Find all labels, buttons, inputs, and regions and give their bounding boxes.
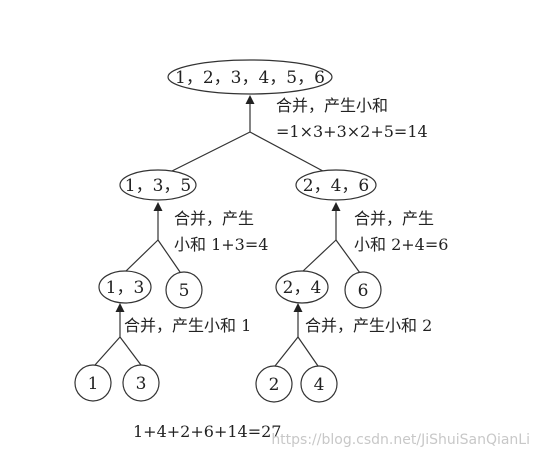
right-low-arrowhead: [293, 303, 303, 312]
edge-root-left: [157, 131, 251, 179]
leaf-3: [122, 364, 160, 402]
leaf-1-label: 1: [88, 374, 99, 394]
watermark: https://blog.csdn.net/JiShuiSanQianLi: [271, 432, 530, 448]
node-left-low-single-label: 5: [179, 281, 190, 301]
node-right-low-label: 2，4: [283, 278, 322, 298]
node-left-low-label: 1，3: [106, 278, 145, 298]
node-right-low-single: [344, 271, 382, 309]
right-low-annotation: 合并，产生小和 2: [305, 316, 432, 335]
node-left-mid: [119, 169, 197, 201]
leaf-1: [74, 364, 112, 402]
edge-right-mid-to-6: [335, 239, 361, 274]
right-mid-annotation-line2: 小和 2+4=6: [354, 235, 448, 254]
node-root-label: 1，2，3，4，5，6: [175, 68, 325, 88]
leaf-2-label: 2: [269, 375, 280, 395]
leaf-3-label: 3: [136, 374, 147, 394]
edge-left-mid-to-5: [157, 239, 181, 273]
node-left-mid-label: 1，3，5: [125, 176, 191, 196]
edge-right-low-to-4: [297, 336, 319, 367]
left-low-annotation: 合并，产生小和 1: [124, 316, 251, 335]
right-mid-annotation-line1: 合并，产生: [354, 209, 434, 228]
root-arrowhead: [245, 95, 255, 104]
node-right-low-single-label: 6: [358, 281, 369, 301]
leaf-4: [300, 365, 338, 403]
node-right-mid: [295, 169, 377, 201]
node-left-low: [98, 270, 152, 304]
edge-right-low-to-2: [274, 336, 299, 367]
left-mid-annotation-line2: 小和 1+3=4: [174, 235, 268, 254]
root-annotation-line1: 合并，产生小和: [276, 96, 388, 115]
node-root: [167, 59, 333, 95]
node-right-mid-label: 2，4，6: [303, 176, 369, 196]
edge-left-low-to-3: [119, 336, 142, 366]
root-annotation-line2: =1×3+3×2+5=14: [276, 122, 428, 141]
leaf-2: [255, 365, 293, 403]
right-mid-arrowhead: [331, 202, 341, 211]
node-right-low: [275, 270, 329, 304]
left-mid-arrowhead: [153, 202, 163, 211]
left-mid-annotation-line1: 合并，产生: [174, 209, 254, 228]
leaf-4-label: 4: [314, 375, 325, 395]
node-left-low-single: [165, 271, 203, 309]
left-low-arrowhead: [115, 303, 125, 312]
edge-root-right: [249, 131, 337, 179]
edge-right-mid-to-right-low: [301, 239, 337, 273]
edge-left-low-to-1: [94, 336, 121, 366]
total-sum: 1+4+2+6+14=27: [133, 422, 281, 441]
edge-left-mid-to-left-low: [124, 239, 159, 273]
